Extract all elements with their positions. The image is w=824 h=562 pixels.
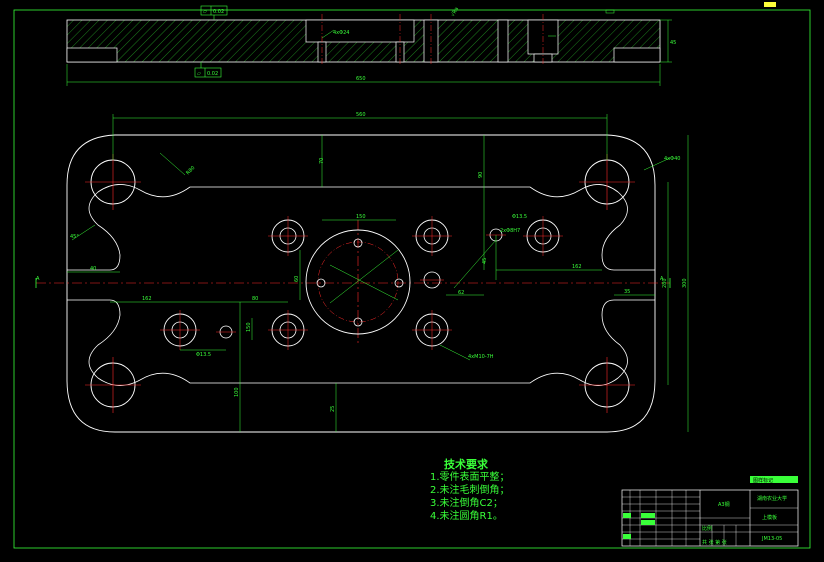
dimension-45: 45 xyxy=(482,258,488,264)
title-block-sheet-label: 共 张 第 张 xyxy=(702,539,727,546)
notes-title: 技术要求 xyxy=(444,458,488,471)
corner-mark xyxy=(764,2,776,7)
corner-boss-bl xyxy=(85,357,141,413)
flatness-frame-top: ⏥ 0.02 xyxy=(200,5,228,20)
flatness-value: 0.02 xyxy=(207,71,218,77)
central-bore xyxy=(305,229,411,335)
plate-outline xyxy=(66,134,656,433)
title-block-tag: 图样标记 xyxy=(753,477,773,484)
dimension-25: 25 xyxy=(330,406,336,412)
sheet-frame xyxy=(13,9,811,549)
pin-hole xyxy=(216,325,236,339)
dimension-overall-length: 650 xyxy=(356,76,366,82)
dimension-35: 35 xyxy=(624,289,630,295)
frame-tick xyxy=(605,9,615,14)
dimension-300: 300 xyxy=(682,278,688,288)
inner-contour-upper xyxy=(67,184,655,271)
title-block-scale-label: 比例 xyxy=(702,525,712,532)
title-block-tag-bar xyxy=(750,476,798,483)
corner-hole-label: 4xΦ40 xyxy=(664,156,680,162)
title-block-school: 湖南农业大学 xyxy=(757,495,787,502)
dimension-80: 80 xyxy=(252,296,258,302)
small-hole-label-right: Φ13.5 xyxy=(512,214,527,220)
dimension-162: 162 xyxy=(572,264,582,270)
notes-item: 1.零件表面平整； xyxy=(430,472,510,483)
counterbore-hole xyxy=(160,310,200,350)
flatness-frame-bottom: ⏥ 0.02 xyxy=(194,62,222,78)
counterbore-hole xyxy=(412,310,452,350)
small-hole-label-left: Φ13.5 xyxy=(196,352,211,358)
step-left xyxy=(66,47,118,63)
dimension-60: 60 xyxy=(294,276,300,282)
roughness-mark: √Ra xyxy=(450,6,460,17)
dimension-280: 280 xyxy=(662,278,668,288)
angle-label: 45° xyxy=(70,234,79,240)
flatness-symbol: ⏥ xyxy=(197,71,201,77)
technical-requirements: 技术要求 1.零件表面平整； 2.未注毛刺倒角； 3.未注倒角C2； 4.未注圆… xyxy=(430,458,510,523)
dimension-150: 150 xyxy=(356,214,366,220)
counterbore-hole xyxy=(268,216,308,256)
title-block: 图样标记 A3钢 湖南农业大学 上模板 JM13-05 比例 共 张 第 张 xyxy=(621,476,799,547)
counterbore-hole xyxy=(523,216,563,256)
dimension-width: 560 xyxy=(356,112,366,118)
dimension-lines xyxy=(67,114,689,432)
pin-hole xyxy=(420,271,444,289)
dimension-90: 90 xyxy=(478,172,484,178)
title-block-material: A3钢 xyxy=(718,501,730,508)
dimension-70: 70 xyxy=(319,158,325,164)
dimension-62: 62 xyxy=(458,290,464,296)
step-right xyxy=(613,47,661,63)
title-block-drawing-no: JM13-05 xyxy=(761,536,782,542)
corner-boss-br xyxy=(579,357,635,413)
hole-label: 4xΦ24 xyxy=(333,30,349,36)
hole-section-4 xyxy=(497,19,509,63)
tapped-hole-label: 4xM10-7H xyxy=(468,354,494,360)
dimension-thickness: 45 xyxy=(670,40,676,46)
section-mark-left: A xyxy=(36,276,40,282)
dimension-100: 100 xyxy=(234,387,240,397)
section-mark-right: A xyxy=(660,276,664,282)
counterbore-hole xyxy=(268,310,308,350)
title-block-part-name: 上模板 xyxy=(762,514,777,521)
top-view: ⏥ 0.02 ⏥ 0.02 650 45 4xΦ24 √Ra xyxy=(66,5,676,86)
notes-item: 3.未注倒角C2； xyxy=(430,498,503,509)
dimension-40: 40 xyxy=(90,266,96,272)
counterbore-hole xyxy=(412,216,452,256)
pocket-top xyxy=(305,19,415,43)
flatness-value: 0.02 xyxy=(213,9,224,15)
plan-view: 560 70 150 90 280 300 162 35 62 45 40 16… xyxy=(35,112,689,433)
dimension-150b: 150 xyxy=(246,322,252,332)
notes-item: 4.未注圆角R1。 xyxy=(430,511,503,522)
dimension-162-left: 162 xyxy=(142,296,152,302)
inner-contour-lower xyxy=(67,299,655,386)
notes-item: 2.未注毛刺倒角； xyxy=(430,485,510,496)
flatness-symbol: ⏥ xyxy=(203,9,207,15)
radius-label: R80 xyxy=(185,165,196,176)
pin-hole-label: 2xΦ8H7 xyxy=(500,228,520,234)
